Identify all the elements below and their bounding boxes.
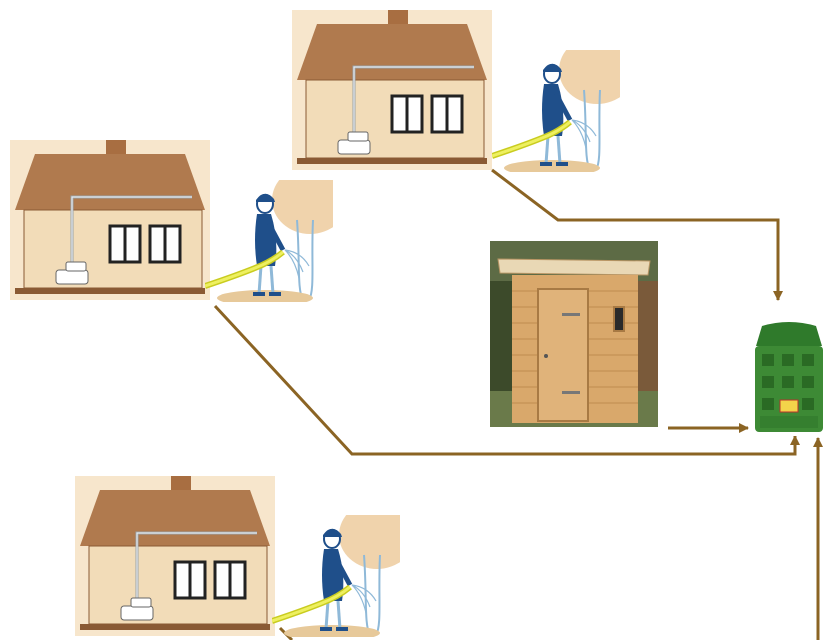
wooden-outhouse-photo-icon <box>490 241 658 427</box>
garden-watering-left <box>205 180 333 302</box>
compost-bin <box>752 320 826 436</box>
house-watering-bottom <box>75 476 275 639</box>
person-watering-garden-icon <box>492 50 620 172</box>
house-with-dry-toilet-icon <box>75 476 275 638</box>
person-watering-garden-icon <box>272 515 400 637</box>
house-watering-left <box>10 140 210 303</box>
house-with-dry-toilet-icon <box>10 140 210 302</box>
wooden-outhouse <box>490 241 658 427</box>
arrow-left-house-to-compost <box>213 304 800 456</box>
garden-watering-top <box>492 50 620 172</box>
house-watering-top <box>292 10 492 173</box>
house-with-dry-toilet-icon <box>292 10 492 172</box>
person-watering-garden-icon <box>205 180 333 302</box>
garden-watering-bottom <box>272 515 400 637</box>
arrow-top-house-to-compost <box>491 168 783 301</box>
green-compost-bin-icon <box>752 320 826 436</box>
